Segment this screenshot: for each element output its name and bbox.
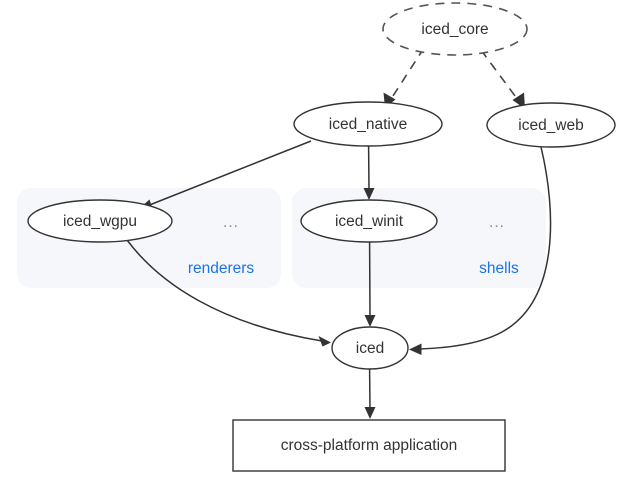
edge-core-to-native xyxy=(383,47,425,108)
node-iced-web-shape[interactable] xyxy=(486,102,616,148)
node-iced[interactable]: iced xyxy=(331,326,409,370)
node-iced-wgpu[interactable]: iced_wgpu xyxy=(27,199,173,243)
node-iced-native-shape[interactable] xyxy=(293,101,443,147)
node-iced-native[interactable]: iced_native xyxy=(293,101,443,147)
cluster-shells-label: shells xyxy=(479,260,519,277)
node-iced-winit[interactable]: iced_winit xyxy=(300,199,438,243)
edge-native-to-winit xyxy=(363,145,375,200)
edge-native-to-wgpu-line xyxy=(146,140,312,207)
node-iced-label: iced xyxy=(356,340,384,357)
edge-wgpu-to-iced xyxy=(126,239,331,347)
node-iced-web[interactable]: iced_web xyxy=(486,102,616,148)
node-cross-platform-application-label: cross-platform application xyxy=(281,437,458,454)
shells-more-ellipsis: ... xyxy=(489,214,505,231)
node-iced-core[interactable]: iced_core xyxy=(382,2,528,56)
node-iced-web-label: iced_web xyxy=(518,117,584,134)
node-iced-native-label: iced_native xyxy=(329,116,407,133)
edge-iced-to-app xyxy=(364,368,376,419)
edge-web-to-iced xyxy=(409,146,552,355)
edge-core-to-native-line xyxy=(390,47,425,100)
node-cross-platform-application[interactable]: cross-platform application xyxy=(232,419,506,472)
cluster-renderers-label: renderers xyxy=(188,260,255,277)
node-iced-wgpu-shape[interactable] xyxy=(27,199,173,243)
node-iced-core-label: iced_core xyxy=(421,21,488,38)
node-iced-core-shape[interactable] xyxy=(382,2,528,56)
edge-wgpu-to-iced-line xyxy=(126,239,323,342)
edge-iced-to-app-arrowhead xyxy=(364,407,376,419)
node-iced-winit-label: iced_winit xyxy=(335,213,404,230)
edge-wgpu-to-iced-arrowhead xyxy=(318,336,331,347)
edge-core-to-web xyxy=(480,49,525,109)
renderers-more-ellipsis: ... xyxy=(223,214,239,231)
edge-web-to-iced-line xyxy=(418,146,552,350)
edge-winit-to-iced xyxy=(364,241,376,327)
node-cross-platform-application-shape[interactable] xyxy=(232,419,506,472)
node-iced-shape[interactable] xyxy=(331,326,409,370)
node-iced-wgpu-label: iced_wgpu xyxy=(63,213,137,230)
edge-core-to-web-line xyxy=(480,49,519,101)
edge-web-to-iced-arrowhead xyxy=(409,343,422,355)
edge-native-to-winit-arrowhead xyxy=(363,188,375,200)
edge-winit-to-iced-arrowhead xyxy=(364,315,376,327)
node-iced-winit-shape[interactable] xyxy=(300,199,438,243)
